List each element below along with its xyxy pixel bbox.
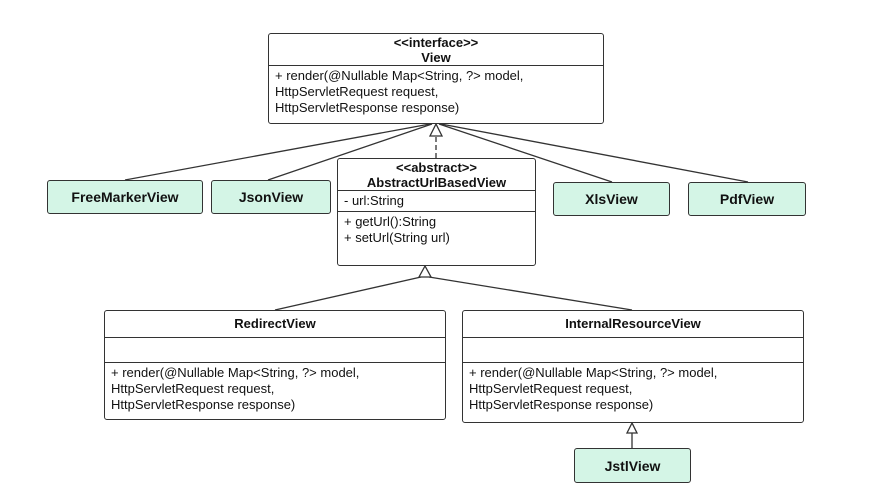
- view-interface-box: <<interface>> View + render(@Nullable Ma…: [268, 33, 604, 124]
- freemarker-view-box: FreeMarkerView: [47, 180, 203, 214]
- freemarker-view-label: FreeMarkerView: [71, 189, 179, 205]
- edge-pdf-to-view: [440, 123, 749, 183]
- abstract-url-based-view-box: <<abstract>> AbstractUrlBasedView - url:…: [337, 158, 536, 266]
- internal-resource-view-methods: + render(@Nullable Map<String, ?> model,…: [463, 363, 803, 415]
- internal-resource-view-fields: [463, 338, 803, 363]
- internal-resource-view-name: InternalResourceView: [565, 316, 701, 331]
- view-method-line: HttpServletRequest request,: [275, 84, 439, 99]
- redirect-view-name: RedirectView: [234, 316, 316, 331]
- redirect-method-line: HttpServletRequest request,: [111, 381, 275, 396]
- view-inheritance-arrowhead: [428, 122, 444, 137]
- json-view-label: JsonView: [238, 189, 304, 205]
- view-method-line: HttpServletResponse response): [275, 100, 460, 115]
- edge-json-to-view: [267, 123, 433, 181]
- abstract-inheritance-arrowhead: [417, 264, 433, 278]
- abstract-field-line: - url:String: [344, 193, 404, 208]
- json-view-box: JsonView: [211, 180, 331, 214]
- edge-xls-to-view: [438, 123, 613, 183]
- view-interface-header: <<interface>> View: [269, 34, 603, 66]
- internal-inheritance-arrowhead: [625, 421, 639, 434]
- view-stereotype: <<interface>>: [393, 35, 479, 50]
- edge-internal-to-abstract: [428, 276, 633, 311]
- abstract-methods: + getUrl():String + setUrl(String url): [338, 212, 535, 248]
- jstl-view-label: JstlView: [604, 457, 661, 474]
- abstract-method-line: + setUrl(String url): [344, 230, 450, 245]
- edge-redirect-to-abstract: [274, 276, 422, 311]
- redirect-view-box: RedirectView + render(@Nullable Map<Stri…: [104, 310, 446, 420]
- view-name: View: [421, 50, 451, 65]
- edge-freemarker-to-view: [124, 123, 431, 181]
- abstract-url-based-view-header: <<abstract>> AbstractUrlBasedView: [338, 159, 535, 191]
- xls-view-box: XlsView: [553, 182, 670, 216]
- internal-method-line: + render(@Nullable Map<String, ?> model,: [469, 365, 718, 380]
- pdf-view-label: PdfView: [719, 191, 775, 207]
- internal-resource-view-box: InternalResourceView + render(@Nullable …: [462, 310, 804, 423]
- jstl-view-box: JstlView: [574, 448, 691, 483]
- redirect-view-fields: [105, 338, 445, 363]
- view-method-line: + render(@Nullable Map<String, ?> model,: [275, 68, 524, 83]
- internal-method-line: HttpServletRequest request,: [469, 381, 633, 396]
- abstract-name: AbstractUrlBasedView: [366, 175, 507, 190]
- abstract-fields: - url:String: [338, 191, 535, 212]
- abstract-method-line: + getUrl():String: [344, 214, 437, 229]
- redirect-method-line: + render(@Nullable Map<String, ?> model,: [111, 365, 360, 380]
- pdf-view-box: PdfView: [688, 182, 806, 216]
- abstract-stereotype: <<abstract>>: [396, 160, 477, 175]
- redirect-view-methods: + render(@Nullable Map<String, ?> model,…: [105, 363, 445, 415]
- redirect-view-header: RedirectView: [105, 311, 445, 338]
- xls-view-label: XlsView: [585, 191, 638, 207]
- internal-method-line: HttpServletResponse response): [469, 397, 654, 412]
- internal-resource-view-header: InternalResourceView: [463, 311, 803, 338]
- view-methods: + render(@Nullable Map<String, ?> model,…: [269, 66, 603, 118]
- redirect-method-line: HttpServletResponse response): [111, 397, 296, 412]
